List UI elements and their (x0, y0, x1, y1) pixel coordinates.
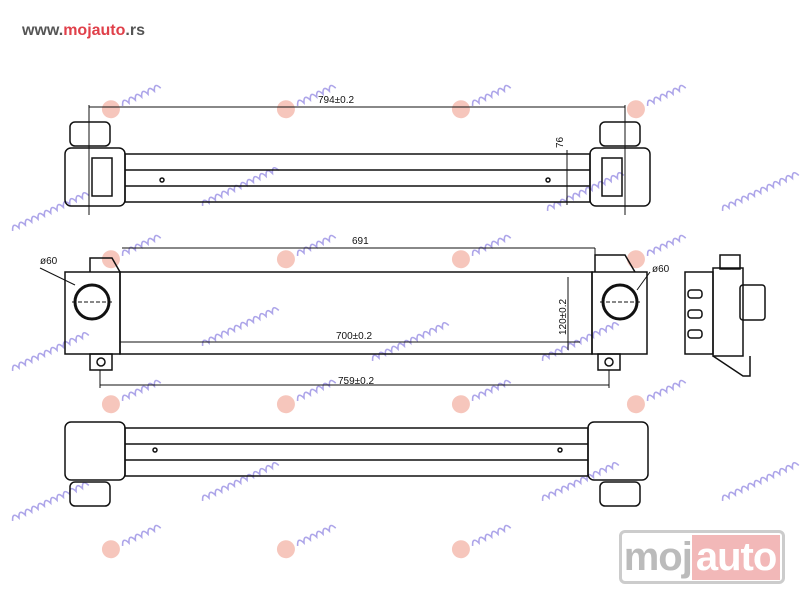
watermark-mark (451, 234, 512, 269)
watermark-mark (276, 84, 337, 119)
watermark-logo-icon (101, 250, 120, 269)
logo-part1: moj (623, 534, 693, 579)
watermark-squiggle (121, 379, 162, 402)
watermark-logo-icon (276, 540, 295, 559)
dim-inlet-left: ø60 (40, 256, 58, 267)
watermark-squiggle (721, 171, 800, 212)
watermark-mark (276, 234, 337, 269)
watermark-logo-icon (451, 250, 470, 269)
dim-core-length: 700±0.2 (336, 331, 373, 342)
watermark-mark (101, 379, 162, 414)
watermark-squiggle (471, 84, 512, 107)
watermark-logo-icon (626, 250, 645, 269)
watermark-squiggle (721, 461, 800, 502)
watermark-mark (371, 321, 450, 362)
watermark-mark (546, 171, 625, 212)
watermark-logo-icon (626, 395, 645, 414)
watermark-squiggle (201, 166, 280, 207)
watermark-mark (451, 84, 512, 119)
watermark-logo-icon (276, 100, 295, 119)
watermark-mark (201, 166, 280, 207)
watermark-squiggle (646, 379, 687, 402)
watermark-mark (101, 524, 162, 559)
watermark-squiggle (646, 234, 687, 257)
front-view (39, 247, 651, 388)
watermark-logo-icon (451, 395, 470, 414)
watermark-squiggle (296, 84, 337, 107)
watermark-squiggle (541, 321, 620, 362)
watermark-mark (451, 379, 512, 414)
watermark-mark (626, 379, 687, 414)
watermark-squiggle (201, 306, 280, 347)
watermark-mark (541, 461, 620, 502)
watermark-mark (721, 461, 800, 502)
logo-part2: auto (691, 534, 781, 580)
watermark-squiggle (296, 524, 337, 547)
watermark-mark (201, 461, 280, 502)
watermark-logo-icon (451, 100, 470, 119)
watermark-mark (721, 171, 800, 212)
watermark-squiggle (546, 171, 625, 212)
watermark-mark (276, 524, 337, 559)
watermark-logo-icon (101, 395, 120, 414)
side-view (684, 254, 766, 377)
watermark-logo-icon (101, 540, 120, 559)
dim-top-length: 794±0.2 (318, 95, 355, 106)
site-url: www.mojauto.rs (22, 22, 145, 40)
dim-core-height: 120±0.2 (558, 298, 569, 335)
watermark-logo-icon (451, 540, 470, 559)
watermark-squiggle (296, 234, 337, 257)
watermark-mark (101, 84, 162, 119)
dim-top-height: 76 (555, 136, 566, 148)
watermark-mark (201, 306, 280, 347)
bottom-view (64, 421, 649, 507)
watermark-logo-icon (101, 100, 120, 119)
url-brand: mojauto (63, 22, 126, 39)
watermark-logo-icon (276, 395, 295, 414)
dim-inlet-right: ø60 (652, 264, 670, 275)
url-suffix: .rs (125, 22, 145, 39)
watermark-squiggle (121, 234, 162, 257)
watermark-mark (101, 234, 162, 269)
watermark-mark (11, 191, 90, 232)
watermark-squiggle (471, 379, 512, 402)
watermark-mark (11, 481, 90, 522)
dim-front-inner: 691 (352, 236, 369, 247)
watermarks (11, 84, 800, 559)
watermark-squiggle (11, 481, 90, 522)
watermark-mark (451, 524, 512, 559)
watermark-squiggle (121, 524, 162, 547)
watermark-squiggle (471, 234, 512, 257)
watermark-mark (626, 84, 687, 119)
dim-mount-length: 759±0.2 (338, 376, 375, 387)
watermark-squiggle (646, 84, 687, 107)
watermark-mark (11, 331, 90, 372)
watermark-logo-icon (626, 100, 645, 119)
watermark-squiggle (11, 191, 90, 232)
watermark-squiggle (296, 379, 337, 402)
watermark-squiggle (371, 321, 450, 362)
watermark-squiggle (11, 331, 90, 372)
url-prefix: www. (22, 22, 64, 39)
watermark-logo-icon (276, 250, 295, 269)
watermark-squiggle (541, 461, 620, 502)
watermark-squiggle (201, 461, 280, 502)
watermark-squiggle (121, 84, 162, 107)
top-view (64, 105, 651, 215)
watermark-mark (626, 234, 687, 269)
watermark-mark (541, 321, 620, 362)
watermark-squiggle (471, 524, 512, 547)
watermark-mark (276, 379, 337, 414)
